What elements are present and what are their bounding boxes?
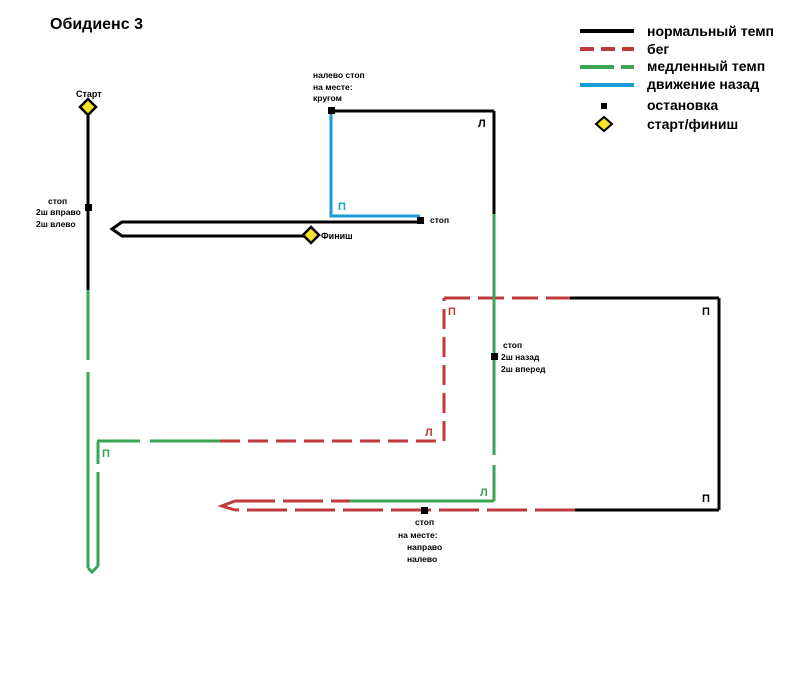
turn-label-right: П bbox=[702, 306, 710, 318]
stop-marker bbox=[491, 353, 498, 360]
stop-marker bbox=[328, 107, 335, 114]
legend-label-back: движение назад bbox=[647, 76, 759, 92]
stop-note-5: стоп на месте: направо налево bbox=[398, 517, 442, 564]
svg-text:стоп: стоп bbox=[48, 196, 67, 206]
stop-marker bbox=[421, 507, 428, 514]
turn-label-right: П bbox=[702, 493, 710, 505]
stop-note-3: стоп bbox=[430, 215, 449, 225]
segment-run-hairpin bbox=[217, 499, 236, 512]
stop-note-2: налево стоп на месте: кругом bbox=[313, 70, 365, 103]
legend: нормальный темп бег медленный темп движе… bbox=[580, 23, 774, 133]
svg-text:кругом: кругом bbox=[313, 93, 342, 103]
svg-text:стоп: стоп bbox=[415, 517, 434, 527]
finish-label: Финиш bbox=[321, 231, 353, 241]
stop-marker bbox=[417, 217, 424, 224]
page-title: Обидиенс 3 bbox=[50, 16, 143, 33]
turn-label-right: П bbox=[102, 448, 110, 460]
svg-text:на месте:: на месте: bbox=[313, 82, 353, 92]
segment-normal-hairpin bbox=[109, 220, 420, 238]
svg-text:2ш назад: 2ш назад bbox=[501, 352, 540, 362]
turn-label-left: Л bbox=[480, 487, 488, 499]
legend-label-startfinish: старт/финиш bbox=[647, 116, 738, 132]
segment-slow-hairpin bbox=[86, 564, 100, 575]
stop-note-1: стоп 2ш вправо 2ш влево bbox=[36, 196, 81, 229]
svg-text:на месте:: на месте: bbox=[398, 530, 438, 540]
svg-text:2ш вперед: 2ш вперед bbox=[501, 364, 546, 374]
segment-back bbox=[329, 111, 420, 218]
start-label: Старт bbox=[76, 89, 102, 99]
legend-label-run: бег bbox=[647, 41, 669, 57]
svg-text:налево стоп: налево стоп bbox=[313, 70, 365, 80]
stops bbox=[85, 107, 498, 514]
legend-stop-square-icon bbox=[601, 103, 607, 109]
turn-label-left: Л bbox=[425, 427, 433, 439]
start-marker-icon bbox=[78, 97, 98, 117]
turn-label-right: П bbox=[448, 306, 456, 318]
legend-label-slow: медленный темп bbox=[647, 58, 765, 74]
stop-marker bbox=[85, 204, 92, 211]
legend-label-stop: остановка bbox=[647, 97, 718, 113]
svg-text:2ш влево: 2ш влево bbox=[36, 219, 76, 229]
finish-marker-icon bbox=[301, 225, 321, 245]
stop-note-4: стоп 2ш назад 2ш вперед bbox=[501, 340, 546, 374]
svg-text:налево: налево bbox=[407, 554, 437, 564]
legend-label-normal: нормальный темп bbox=[647, 23, 774, 39]
turn-label-left: Л bbox=[478, 118, 486, 130]
legend-diamond-icon bbox=[594, 115, 614, 133]
svg-text:направо: направо bbox=[407, 542, 442, 552]
svg-text:стоп: стоп bbox=[503, 340, 522, 350]
course-path bbox=[86, 109, 721, 575]
svg-text:2ш вправо: 2ш вправо bbox=[36, 207, 81, 217]
turn-label-right: П bbox=[338, 201, 346, 213]
